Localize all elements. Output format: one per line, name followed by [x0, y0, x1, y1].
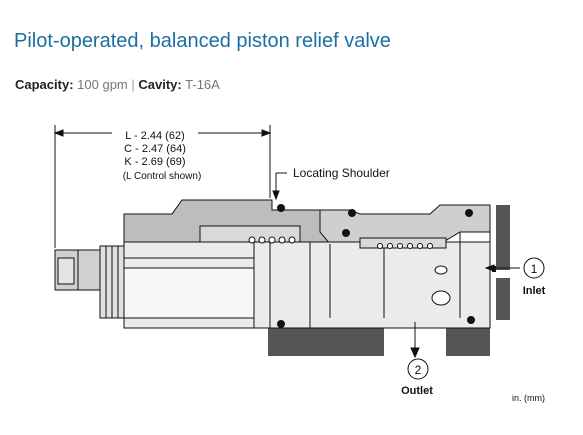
- inlet-callout: [484, 257, 545, 279]
- cavity-label: Cavity:: [138, 77, 182, 92]
- outlet-number: 2: [415, 363, 422, 377]
- locating-shoulder-leader: [272, 172, 287, 201]
- valve-body: [123, 199, 491, 329]
- o-ring-seals: [277, 204, 496, 328]
- outlet-flow-arrow: [410, 322, 420, 359]
- dimension-lines: [53, 125, 272, 248]
- outlet-callout: [407, 358, 429, 380]
- spring-coils: [248, 236, 433, 249]
- valve-cross-section-drawing: L - 2.44 (62) C - 2.47 (64) K - 2.69 (69…: [53, 125, 546, 403]
- dimension-c: C - 2.47 (64): [124, 143, 186, 155]
- inlet-label: Inlet: [523, 285, 546, 297]
- inlet-number: 1: [531, 262, 538, 276]
- page-title: Pilot-operated, balanced piston relief v…: [14, 30, 391, 52]
- units-note: in. (mm): [512, 393, 545, 403]
- outlet-label: Outlet: [401, 385, 433, 397]
- capacity-label: Capacity:: [15, 77, 74, 92]
- locating-shoulder-label: Locating Shoulder: [293, 166, 390, 180]
- adjustment-stem: [54, 245, 125, 319]
- cavity-value: T-16A: [185, 77, 220, 92]
- spec-line: Capacity: 100 gpm | Cavity: T-16A: [15, 77, 220, 92]
- dimension-l: L - 2.44 (62): [125, 130, 185, 142]
- capacity-value: 100 gpm: [77, 77, 128, 92]
- spec-separator: |: [131, 77, 135, 92]
- dimension-note: (L Control shown): [123, 171, 202, 182]
- dimension-k: K - 2.69 (69): [124, 156, 185, 168]
